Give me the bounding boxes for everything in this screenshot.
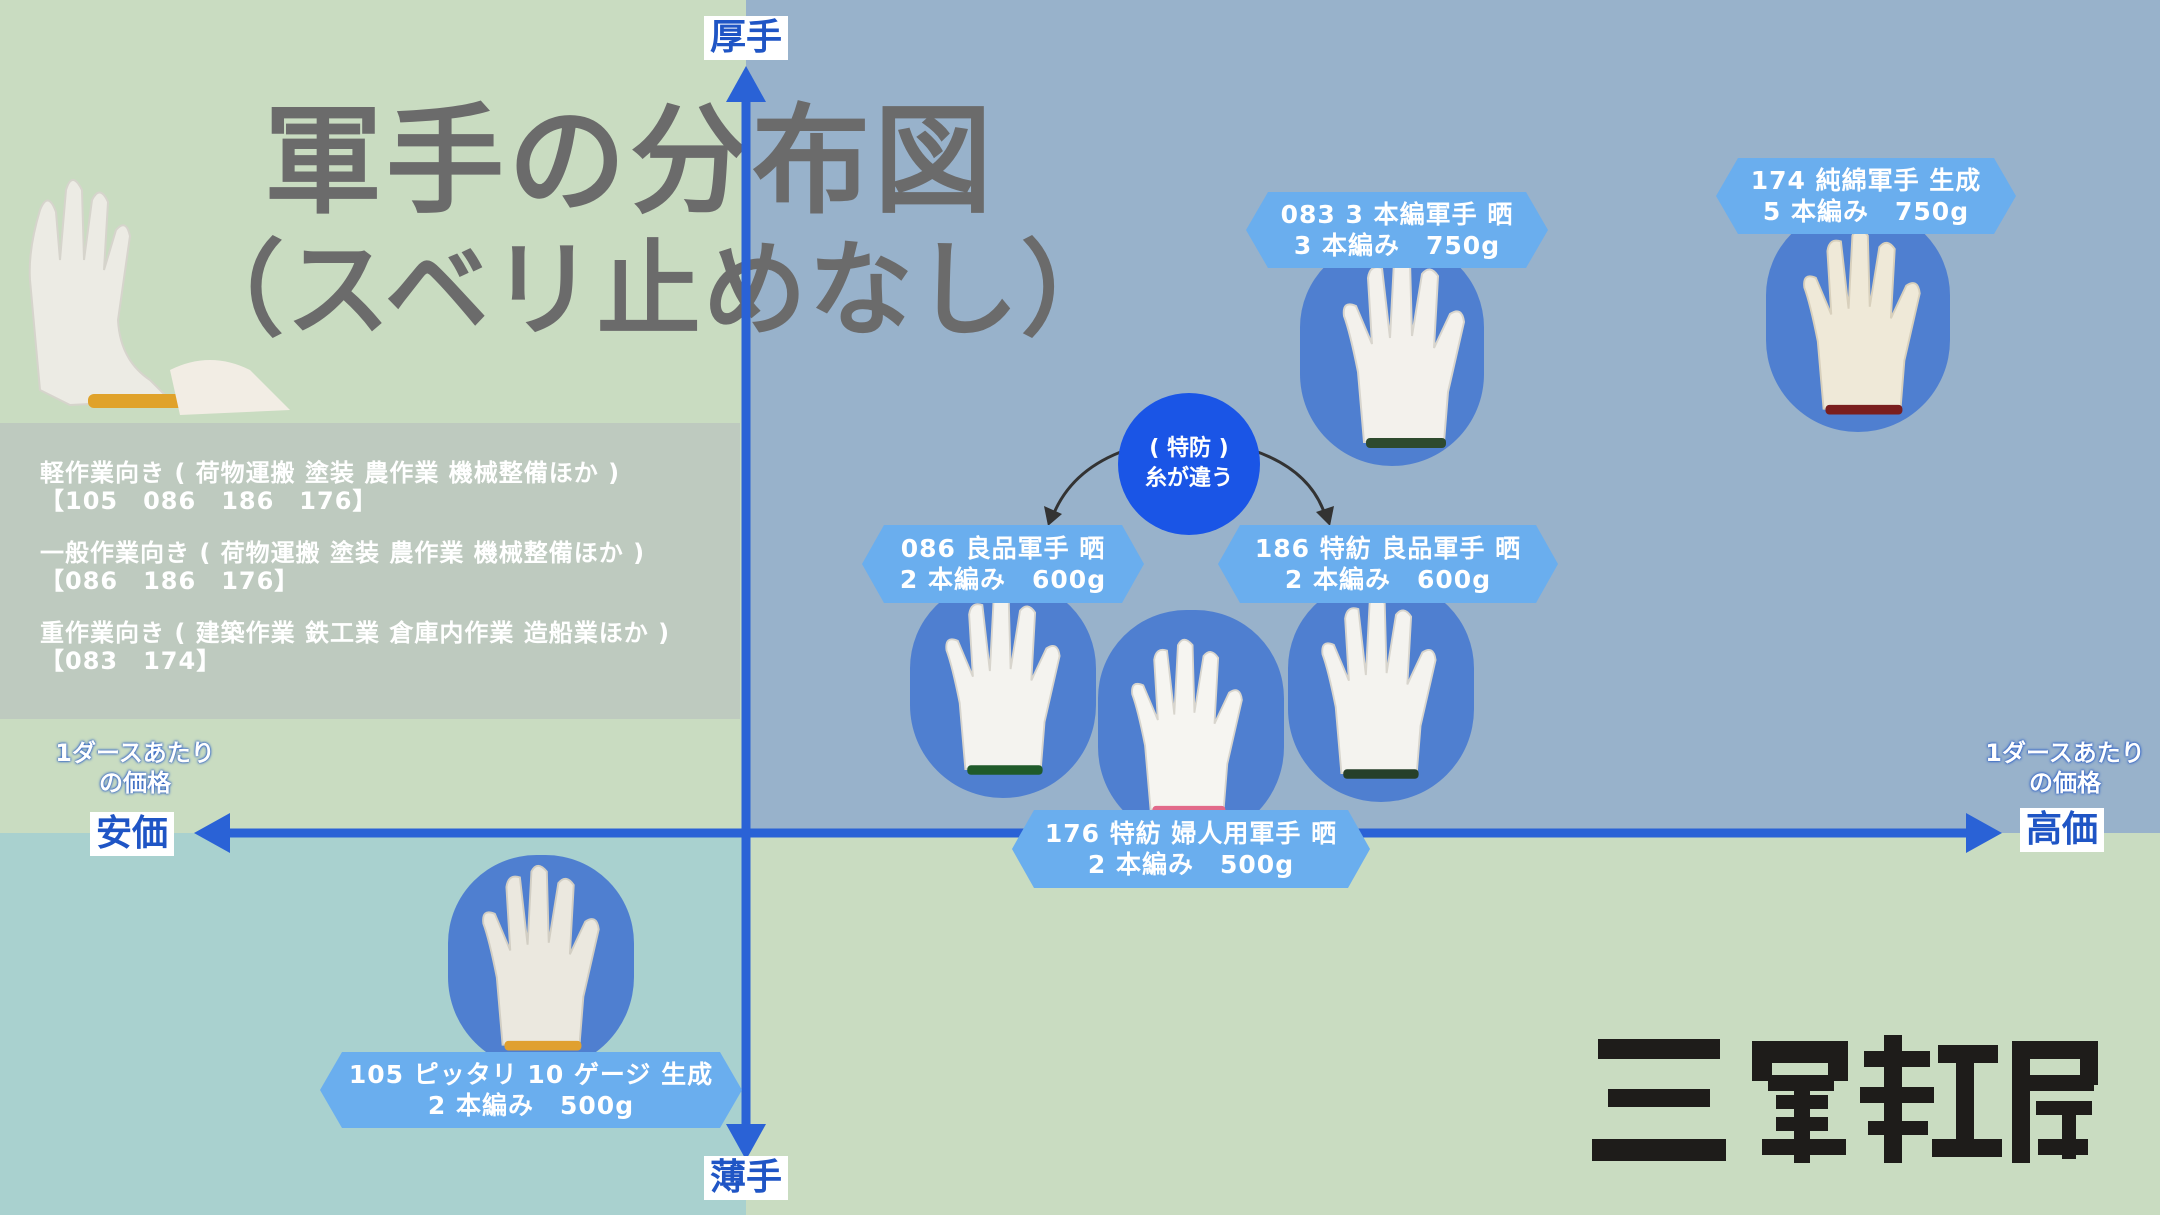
axis-label-thin: 薄手	[704, 1156, 789, 1200]
glove-086-image	[945, 592, 1061, 775]
info-heavy-work: 重作業向き ( 建築作業 鉄工業 倉庫内作業 造船業ほか ) 【083 174】	[40, 619, 670, 675]
axis-sub-left-line2: の価格	[99, 769, 171, 797]
glove-105-image	[482, 864, 600, 1051]
title-line-2: （スベリ止めなし）	[180, 228, 1127, 351]
axis-arrow-down	[726, 1124, 766, 1160]
special-yarn-badge: ( 特防 ) 糸が違う	[1118, 393, 1260, 535]
tag-083-spec: 3 本編み 750g	[1293, 231, 1501, 260]
tag-186-name: 186 特紡 良品軍手 晒	[1254, 534, 1522, 563]
info-label: 重作業向き ( 建築作業 鉄工業 倉庫内作業 造船業ほか )	[40, 619, 671, 647]
axis-sub-left-line1: 1ダースあたり	[55, 739, 215, 767]
axis-arrow-up	[726, 66, 766, 102]
tag-086-spec: 2 本編み 600g	[899, 565, 1107, 594]
brand-logo	[1592, 1035, 2098, 1163]
tag-105: 105 ピッタリ 10 ゲージ 生成 2 本編み 500g	[320, 1052, 742, 1128]
tag-176-name: 176 特紡 婦人用軍手 晒	[1044, 819, 1338, 848]
info-light-work: 軽作業向き ( 荷物運搬 塗装 農作業 機械整備ほか ) 【105 086 18…	[40, 459, 620, 515]
tag-186-spec: 2 本編み 600g	[1284, 565, 1492, 594]
quadrant-cheap-thin	[0, 833, 746, 1215]
glove-174-image	[1803, 228, 1921, 415]
info-label: 軽作業向き ( 荷物運搬 塗装 農作業 機械整備ほか )	[40, 459, 621, 487]
info-label: 一般作業向き ( 荷物運搬 塗装 農作業 機械整備ほか )	[40, 539, 646, 567]
axis-sub-right: 1ダースあたり の価格	[1970, 738, 2160, 798]
badge-line-1: ( 特防 )	[1149, 436, 1229, 461]
tag-174-name: 174 純綿軍手 生成	[1750, 166, 1982, 195]
tag-186: 186 特紡 良品軍手 晒 2 本編み 600g	[1218, 525, 1558, 603]
tag-105-spec: 2 本編み 500g	[427, 1091, 635, 1120]
tag-174: 174 純綿軍手 生成 5 本編み 750g	[1716, 158, 2016, 234]
info-codes: 【083 174】	[40, 647, 222, 675]
axis-sub-right-line2: の価格	[2029, 769, 2101, 797]
tag-083: 083 3 本編軍手 晒 3 本編み 750g	[1246, 192, 1548, 268]
axis-label-cheap: 安価	[90, 812, 175, 856]
glove-photo-image	[28, 179, 290, 415]
tag-083-name: 083 3 本編軍手 晒	[1280, 200, 1514, 229]
diagram-title: 軍手の分布図 （スベリ止めなし）	[180, 92, 1127, 351]
tag-174-spec: 5 本編み 750g	[1762, 197, 1970, 226]
usage-info-panel: 軽作業向き ( 荷物運搬 塗装 農作業 機械整備ほか ) 【105 086 18…	[0, 423, 740, 719]
badge-line-2: 糸が違う	[1144, 466, 1233, 491]
axis-arrow-left	[194, 813, 230, 853]
tag-105-name: 105 ピッタリ 10 ゲージ 生成	[348, 1060, 714, 1089]
axis-label-expensive: 高価	[2020, 808, 2105, 852]
info-general-work: 一般作業向き ( 荷物運搬 塗装 農作業 機械整備ほか ) 【086 186 1…	[40, 539, 645, 595]
tag-086-name: 086 良品軍手 晒	[900, 534, 1106, 563]
tag-086: 086 良品軍手 晒 2 本編み 600g	[862, 525, 1144, 603]
axis-label-thick: 厚手	[704, 16, 789, 60]
title-line-1: 軍手の分布図	[263, 92, 996, 230]
tag-176-spec: 2 本編み 500g	[1087, 850, 1295, 879]
info-codes: 【105 086 186 176】	[40, 487, 378, 515]
axis-sub-right-line1: 1ダースあたり	[1985, 739, 2145, 767]
axis-sub-left: 1ダースあたり の価格	[40, 738, 230, 798]
glove-186-image	[1321, 596, 1437, 779]
axis-arrow-right	[1966, 813, 2002, 853]
info-codes: 【086 186 176】	[40, 567, 300, 595]
quadrant-expensive-thin	[746, 833, 2160, 1215]
tag-176: 176 特紡 婦人用軍手 晒 2 本編み 500g	[1012, 810, 1370, 888]
